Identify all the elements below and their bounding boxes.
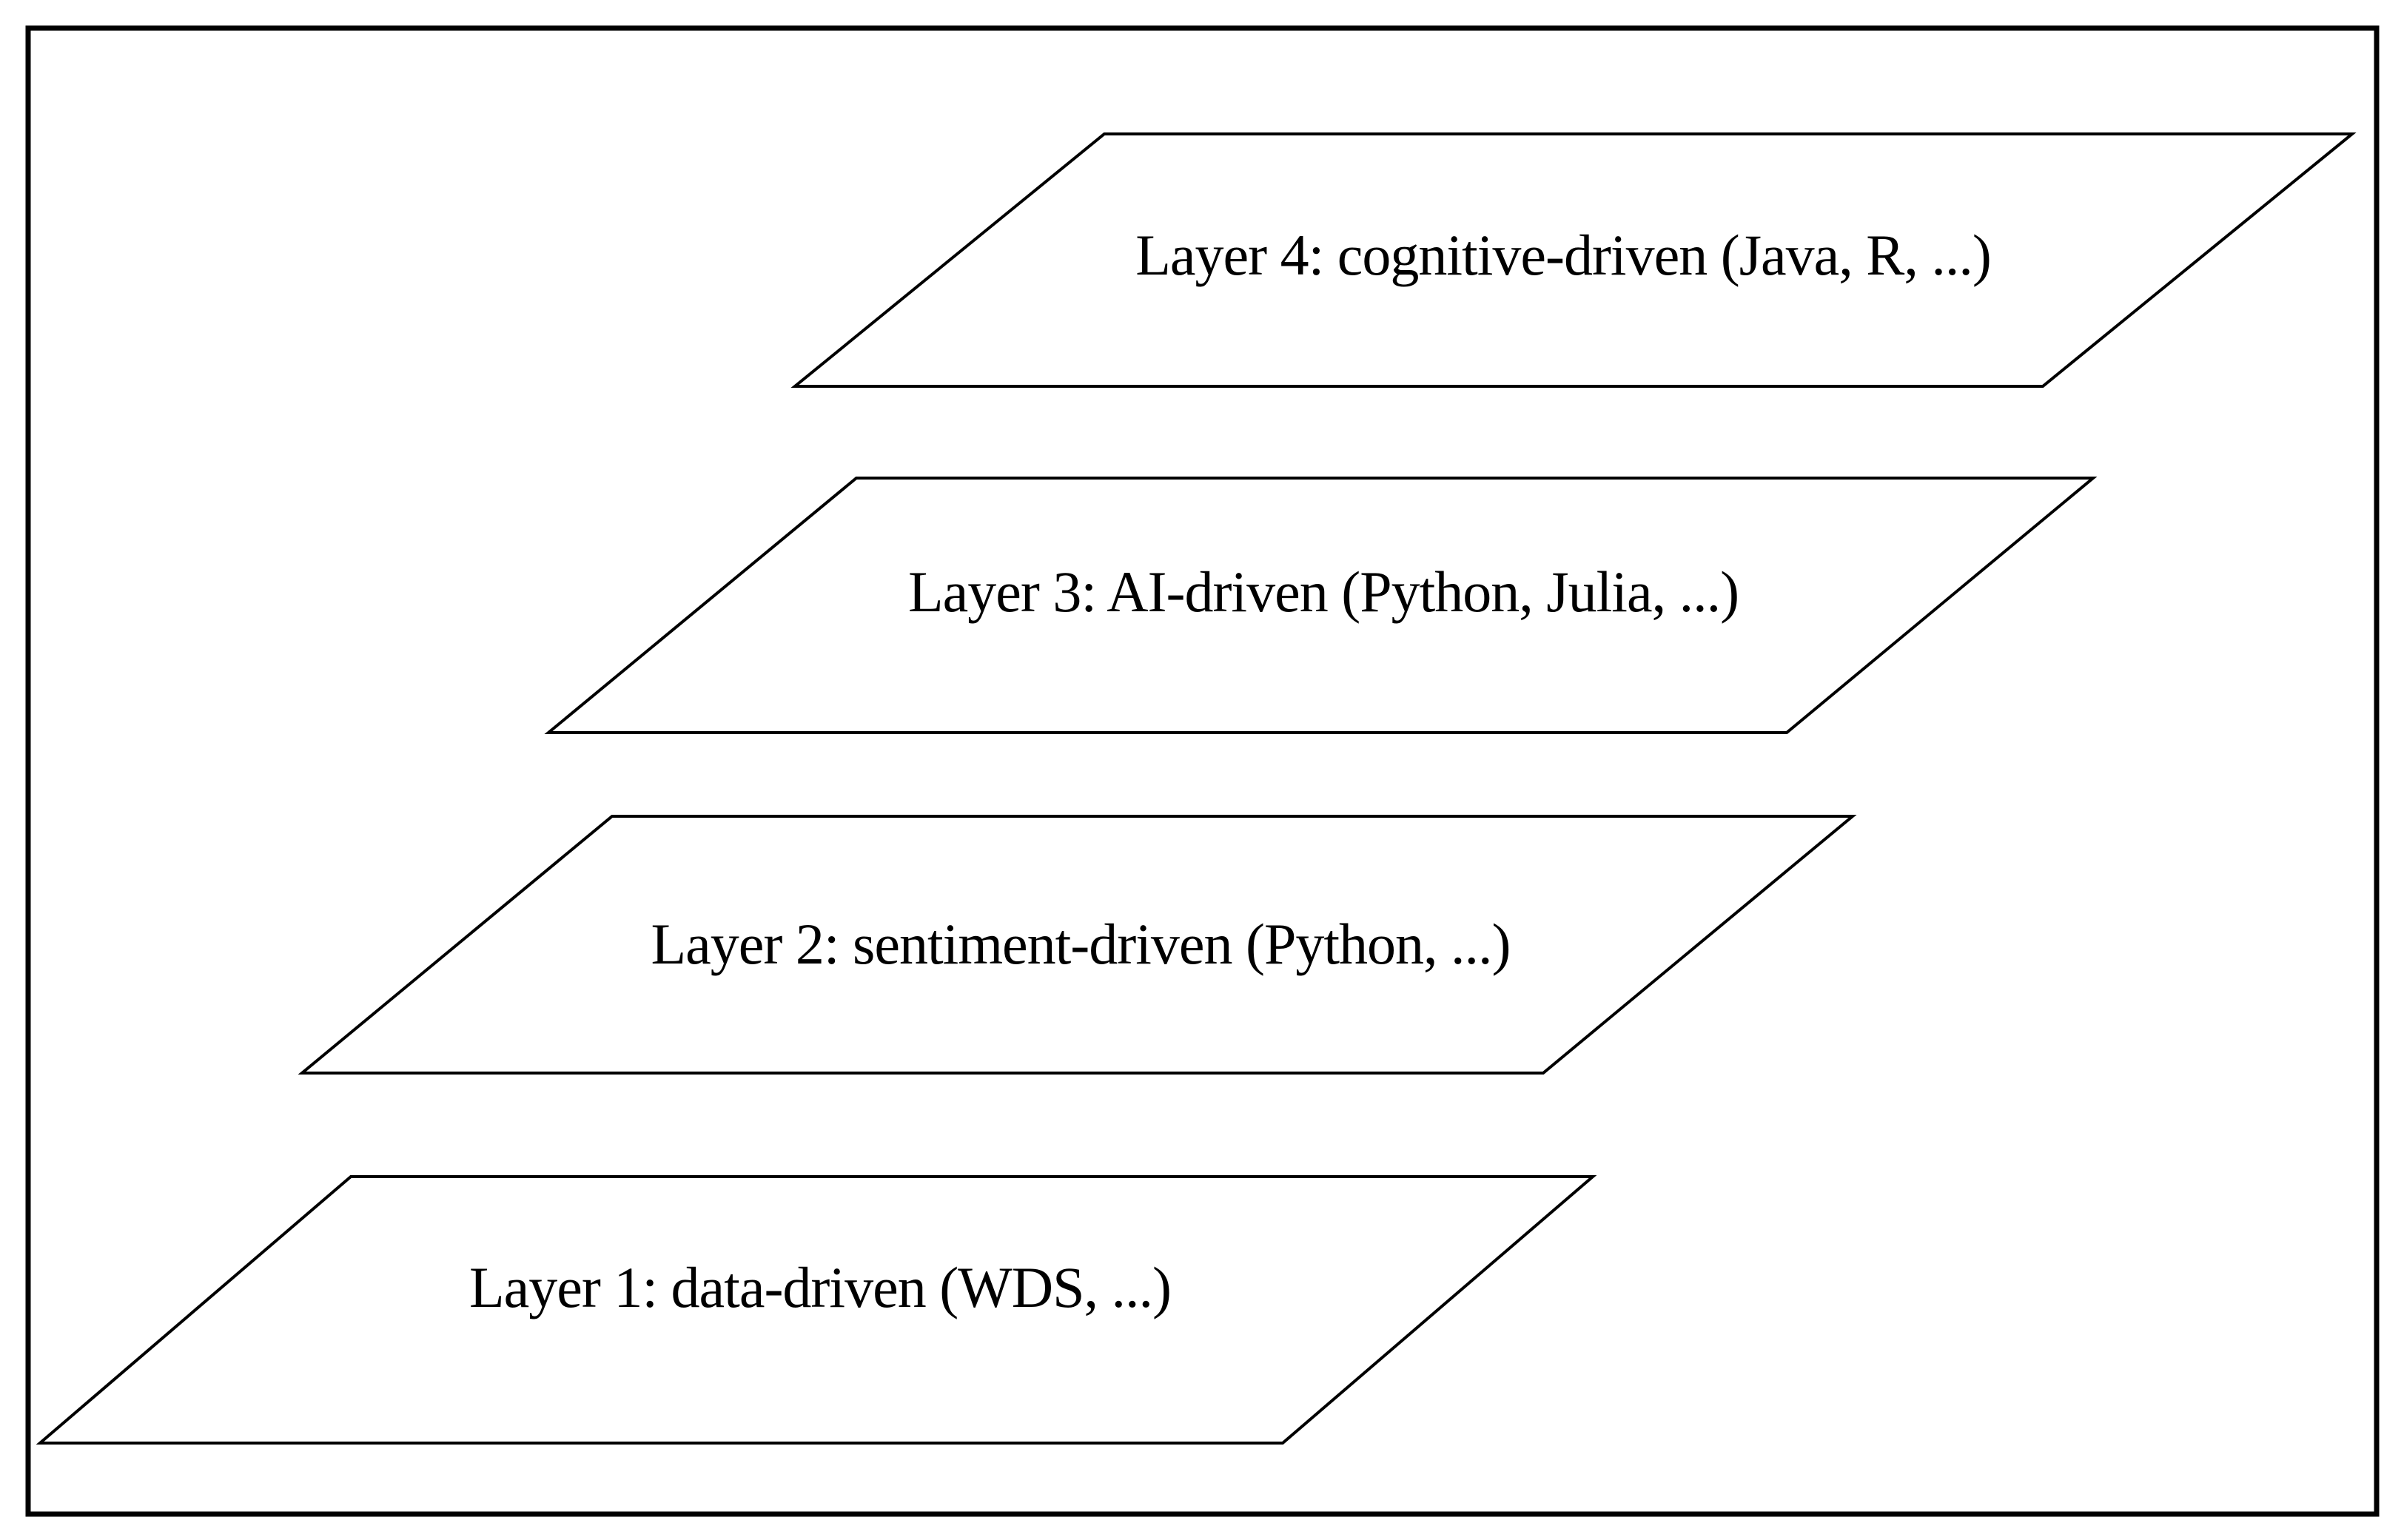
layer-2-label: Layer 2: sentiment-driven (Python, ...) [651,912,1510,976]
layer-2-parallelogram [298,815,1857,1075]
layer-3-group: Layer 3: AI-driven (Python, Julia, ...) [544,477,2098,734]
layer-2-group: Layer 2: sentiment-driven (Python, ...) [298,815,1857,1075]
figure-border [25,25,2380,1517]
layer-4-label: Layer 4: cognitive-driven (Java, R, ...) [1135,223,1991,287]
layer-1-label: Layer 1: data-driven (WDS, ...) [469,1255,1171,1319]
layer-4-group: Layer 4: cognitive-driven (Java, R, ...) [790,132,2357,388]
layer-3-label: Layer 3: AI-driven (Python, Julia, ...) [908,559,1739,624]
layer-3-parallelogram [544,477,2098,734]
layer-4-parallelogram [790,132,2357,388]
layer-1-parallelogram [36,1175,1597,1445]
layer-1-group: Layer 1: data-driven (WDS, ...) [36,1175,1597,1445]
